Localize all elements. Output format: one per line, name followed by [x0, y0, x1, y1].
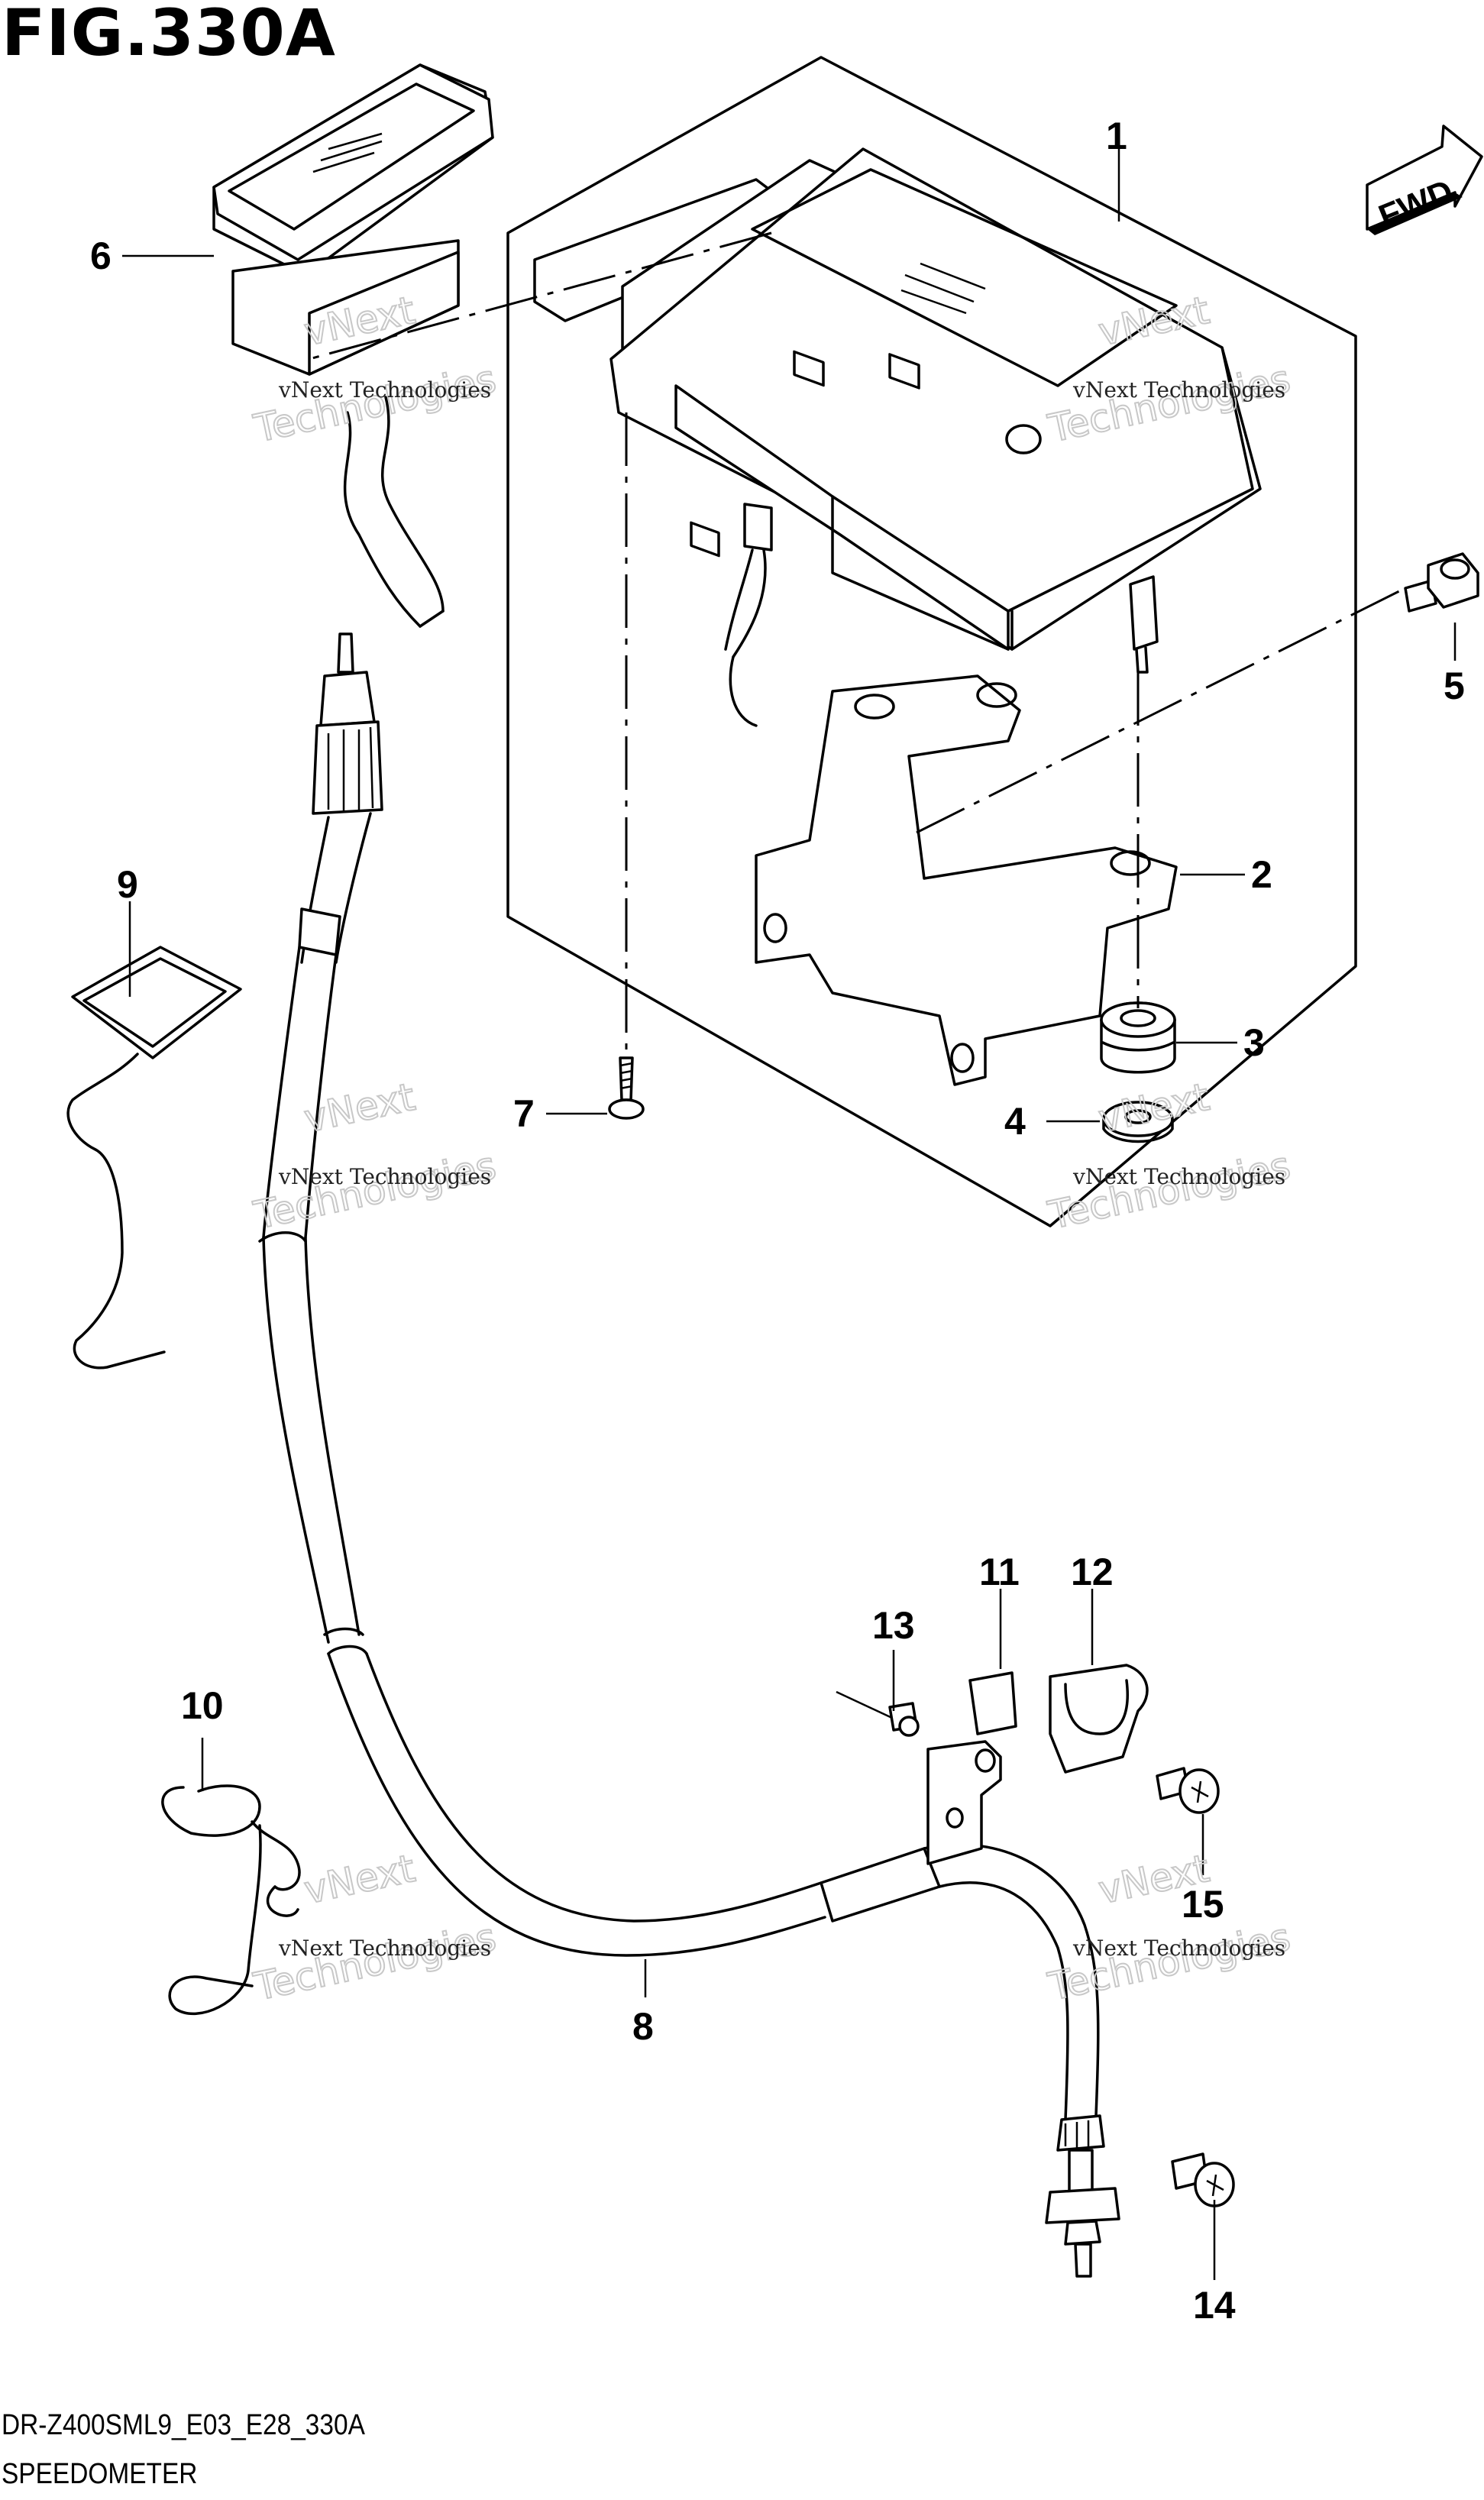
watermark-line-4: vNext Technologies: [1072, 1164, 1285, 1189]
fwd-arrow-icon: FWD: [1366, 125, 1483, 236]
callout-9: 9: [117, 863, 138, 906]
speedometer-cable: [258, 632, 1120, 2278]
callout-labels: 1 2 3 4 5 6 7 8 9 10 11 12 13 14 15: [90, 115, 1465, 2327]
watermark-line-6: vNext Technologies: [1072, 1936, 1285, 1961]
rubber-grommet: [1100, 1001, 1176, 1074]
callout-11: 11: [979, 1551, 1020, 1593]
watermark-word-5: vNext: [300, 1846, 419, 1913]
meter-cover: [212, 63, 494, 628]
watermark-brand-6: Technologies: [1044, 1915, 1294, 2010]
bolt: [1404, 552, 1479, 613]
watermark-word-3: vNext: [300, 1075, 419, 1141]
watermark-line-2: vNext Technologies: [1072, 377, 1285, 403]
pan-screw-upper: [1156, 1767, 1220, 1814]
pan-screw-lower: [1171, 2152, 1235, 2207]
callout-8: 8: [632, 2005, 654, 2048]
cable-holder: [1049, 1664, 1149, 1774]
watermark-line-5: vNext Technologies: [278, 1936, 491, 1961]
callout-1: 1: [1106, 115, 1127, 157]
watermark-line-3: vNext Technologies: [278, 1164, 491, 1189]
figure-code: DR-Z400SML9_E03_E28_330A: [2, 2409, 365, 2441]
callout-5: 5: [1444, 665, 1465, 707]
watermark-brand-4: Technologies: [1044, 1143, 1294, 1238]
watermark-brand-5: Technologies: [250, 1915, 500, 2010]
callout-12: 12: [1071, 1551, 1114, 1593]
callout-4: 4: [1004, 1100, 1026, 1143]
watermark-line-1: vNext Technologies: [278, 377, 491, 403]
figure-title: FIG.330A: [2, 0, 336, 70]
watermark-brand-3: Technologies: [250, 1143, 500, 1238]
watermark-brand-1: Technologies: [250, 357, 500, 451]
callout-3: 3: [1243, 1021, 1265, 1064]
callout-10: 10: [181, 1684, 224, 1727]
assembly-outline: [506, 56, 1357, 1227]
rivet-pin: [836, 1690, 920, 1737]
alignment-lines: [309, 231, 1406, 1058]
leader-lines: [122, 145, 1457, 2280]
clamp-bracket: [926, 1671, 1017, 1865]
speedometer-unit: [533, 147, 1262, 727]
screw: [608, 1056, 645, 1120]
callout-14: 14: [1193, 2284, 1236, 2327]
callout-6: 6: [90, 234, 112, 277]
washer: [1102, 1101, 1174, 1143]
callout-7: 7: [513, 1092, 535, 1135]
figure-name: SPEEDOMETER: [2, 2458, 198, 2490]
mounting-bracket: [755, 674, 1178, 1086]
callout-13: 13: [872, 1604, 915, 1647]
wire-clamp-lower: [161, 1784, 301, 2015]
wire-clamp-upper: [66, 946, 242, 1370]
callout-2: 2: [1251, 853, 1272, 896]
callout-15: 15: [1182, 1883, 1224, 1926]
